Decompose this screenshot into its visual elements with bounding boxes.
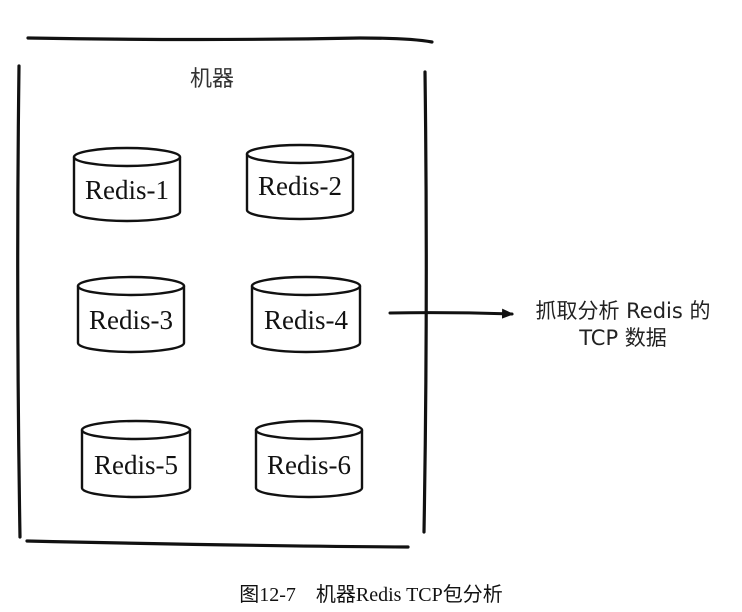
node-label: Redis-1 bbox=[85, 175, 169, 205]
redis-node-1: Redis-1 bbox=[72, 146, 182, 223]
redis-node-2: Redis-2 bbox=[245, 143, 355, 221]
node-label: Redis-2 bbox=[258, 171, 342, 201]
figure-caption: 图12-7 机器Redis TCP包分析 bbox=[239, 583, 503, 606]
redis-node-6: Redis-6 bbox=[254, 419, 364, 499]
node-label: Redis-3 bbox=[89, 305, 173, 335]
redis-node-4: Redis-4 bbox=[250, 275, 362, 354]
machine-label: 机器 bbox=[190, 67, 234, 92]
node-label: Redis-4 bbox=[264, 305, 348, 335]
redis-node-3: Redis-3 bbox=[76, 275, 186, 354]
annotation-line-2: TCP 数据 bbox=[578, 326, 667, 350]
machine-box bbox=[16, 36, 434, 549]
node-label: Redis-5 bbox=[94, 450, 178, 480]
redis-node-5: Redis-5 bbox=[80, 419, 192, 499]
node-label: Redis-6 bbox=[267, 450, 351, 480]
capture-arrow bbox=[388, 308, 514, 319]
annotation-line-1: 抓取分析 Redis 的 bbox=[535, 299, 710, 323]
